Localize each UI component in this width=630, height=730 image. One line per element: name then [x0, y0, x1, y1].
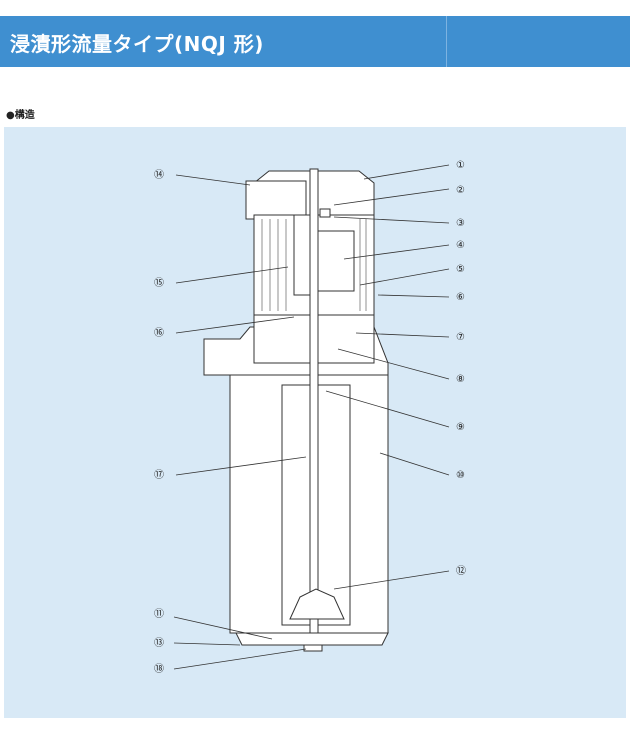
callout-18: ⑱ [154, 663, 164, 675]
callout-17: ⑰ [154, 469, 164, 481]
page-title: 浸漬形流量タイプ(NQJ 形) [10, 32, 264, 56]
callout-5: ⑤ [456, 264, 465, 275]
callout-9: ⑨ [456, 422, 465, 433]
callout-13: ⑬ [154, 637, 164, 649]
callout-16: ⑯ [154, 327, 164, 339]
callout-2: ② [456, 185, 465, 196]
callout-14: ⑭ [154, 169, 164, 181]
callout-8: ⑧ [456, 374, 465, 385]
callout-7: ⑦ [456, 332, 465, 343]
title-banner: 浸漬形流量タイプ(NQJ 形) [0, 16, 630, 67]
pump-base [235, 632, 389, 646]
callout-15: ⑮ [154, 277, 164, 289]
terminal-box [245, 180, 307, 220]
bottom-nut [303, 644, 323, 652]
callout-12: ⑫ [456, 565, 466, 577]
callout-10: ⑩ [456, 470, 465, 481]
callout-11: ⑪ [154, 608, 164, 620]
callout-6: ⑥ [456, 292, 465, 303]
callout-1: ① [456, 160, 465, 171]
rotor [317, 230, 355, 292]
banner-divider [446, 16, 447, 67]
shaft [309, 168, 319, 648]
section-label: ●構造 [6, 110, 35, 121]
callout-4: ④ [456, 240, 465, 251]
impeller [289, 588, 345, 620]
callout-3: ③ [456, 218, 465, 229]
bearing-top [319, 208, 331, 218]
pump-cross-section: ① ② ③ ④ ⑤ ⑥ ⑦ ⑧ ⑨ ⑩ ⑪ ⑫ ⑬ ⑭ ⑮ ⑯ ⑰ ⑱ [154, 160, 466, 675]
diagram-panel: ① ② ③ ④ ⑤ ⑥ ⑦ ⑧ ⑨ ⑩ ⑪ ⑫ ⑬ ⑭ ⑮ ⑯ ⑰ ⑱ [4, 127, 626, 718]
